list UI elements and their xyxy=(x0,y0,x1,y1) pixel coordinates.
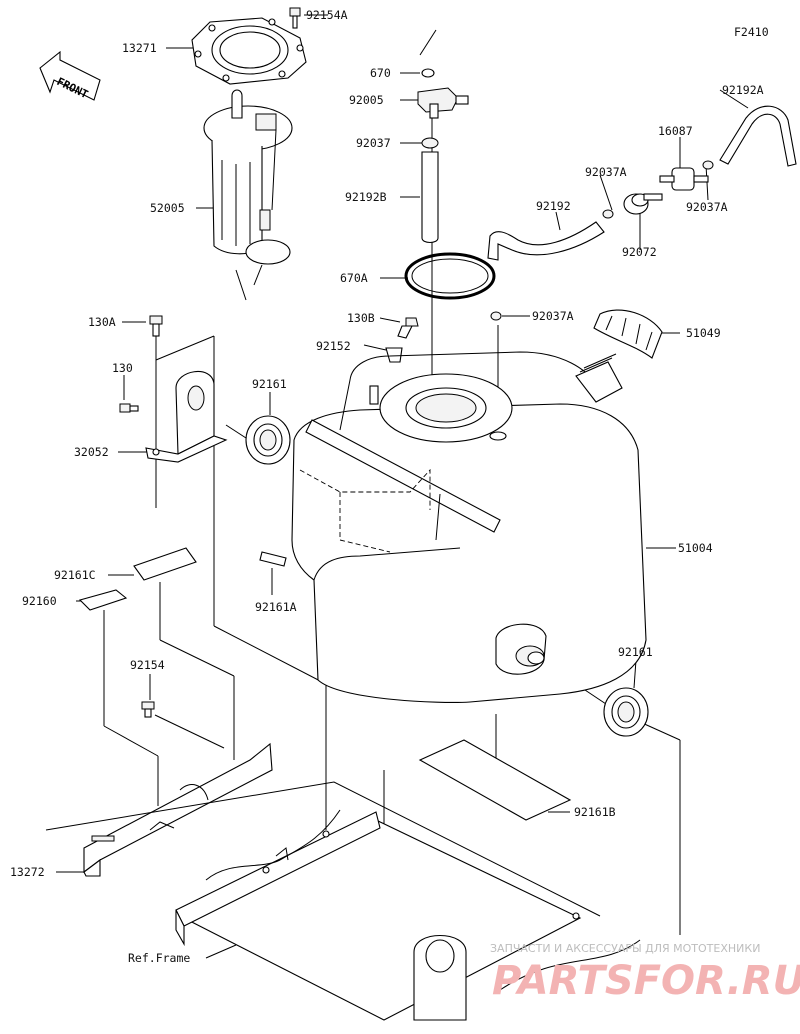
part-92161A-pad xyxy=(259,551,287,567)
part-92161B-pad xyxy=(418,739,572,821)
label-92161C: 92161C xyxy=(54,568,96,582)
label-92160: 92160 xyxy=(22,594,57,608)
part-130A-bolt xyxy=(149,315,163,337)
label-92161B: 92161B xyxy=(574,805,616,819)
label-51004: 51004 xyxy=(678,541,713,555)
front-arrow: FRONT xyxy=(39,50,101,101)
label-670: 670 xyxy=(370,66,391,80)
watermark-tagline: ЗАПЧАСТИ И АКСЕССУАРЫ ДЛЯ МОТОТЕХНИКИ xyxy=(490,942,760,955)
part-16087-filter xyxy=(659,167,709,191)
label-ref-frame: Ref.Frame xyxy=(128,951,190,965)
part-92005-fitting xyxy=(417,87,469,119)
part-51049-cap xyxy=(593,309,663,359)
label-130A: 130A xyxy=(88,315,116,329)
part-92160-pad xyxy=(78,589,128,611)
watermark-logo-text: PARTSFOR.RU xyxy=(492,958,800,1004)
label-670A: 670A xyxy=(340,271,368,285)
label-92192: 92192 xyxy=(536,199,571,213)
label-16087: 16087 xyxy=(658,124,693,138)
part-32052-bracket xyxy=(145,370,228,463)
part-13271-gasket xyxy=(191,17,307,85)
label-92154: 92154 xyxy=(130,658,165,672)
part-92192B-hose xyxy=(421,151,439,244)
part-51004-fuel-tank xyxy=(291,351,647,704)
part-670-oring xyxy=(421,68,435,78)
watermark: ЗАПЧАСТИ И АКСЕССУАРЫ ДЛЯ МОТОТЕХНИКИ PA… xyxy=(490,942,800,1004)
part-92154A-bolt xyxy=(289,7,301,29)
label-52005: 52005 xyxy=(150,201,185,215)
ref-frame xyxy=(45,781,641,1021)
label-92152: 92152 xyxy=(316,339,351,353)
label-32052: 32052 xyxy=(74,445,109,459)
diagram-code: F2410 xyxy=(734,25,769,39)
label-13272: 13272 xyxy=(10,865,45,879)
part-13272-bracket xyxy=(83,742,273,877)
label-92161-left: 92161 xyxy=(252,377,287,391)
part-670A-oring xyxy=(404,252,496,300)
part-92161-grommet-left xyxy=(245,415,291,465)
label-92037-top: 92037 xyxy=(356,136,391,150)
label-92161-right: 92161 xyxy=(618,645,653,659)
label-130B: 130B xyxy=(347,311,375,325)
label-92192B: 92192B xyxy=(345,190,387,204)
part-130-bolt xyxy=(119,403,139,413)
label-92161A: 92161A xyxy=(255,600,297,614)
label-92037A-1: 92037A xyxy=(585,165,627,179)
part-92192A-hose xyxy=(719,105,797,167)
part-labels: F2410 92154A 13271 670 92005 92037 92192… xyxy=(10,8,769,965)
label-92154A: 92154A xyxy=(306,8,348,22)
part-92037A-clamps xyxy=(490,160,714,321)
part-130B-bolt xyxy=(397,317,419,339)
label-92072: 92072 xyxy=(622,245,657,259)
label-13271: 13271 xyxy=(122,41,157,55)
label-92037A-2: 92037A xyxy=(686,200,728,214)
label-51049: 51049 xyxy=(686,326,721,340)
part-92192-hose xyxy=(487,221,605,261)
label-92005: 92005 xyxy=(349,93,384,107)
part-52005-fuel-pump xyxy=(203,89,293,265)
part-92037-clamp xyxy=(421,137,439,149)
label-92192A: 92192A xyxy=(722,83,764,97)
part-92152-collar xyxy=(385,347,403,363)
label-92037A-3: 92037A xyxy=(532,309,574,323)
part-92072-elbow xyxy=(623,193,663,215)
label-130: 130 xyxy=(112,361,133,375)
part-92161C-pad xyxy=(133,547,197,581)
part-92161-grommet-right xyxy=(603,687,649,737)
part-92154-bolt xyxy=(141,701,155,718)
